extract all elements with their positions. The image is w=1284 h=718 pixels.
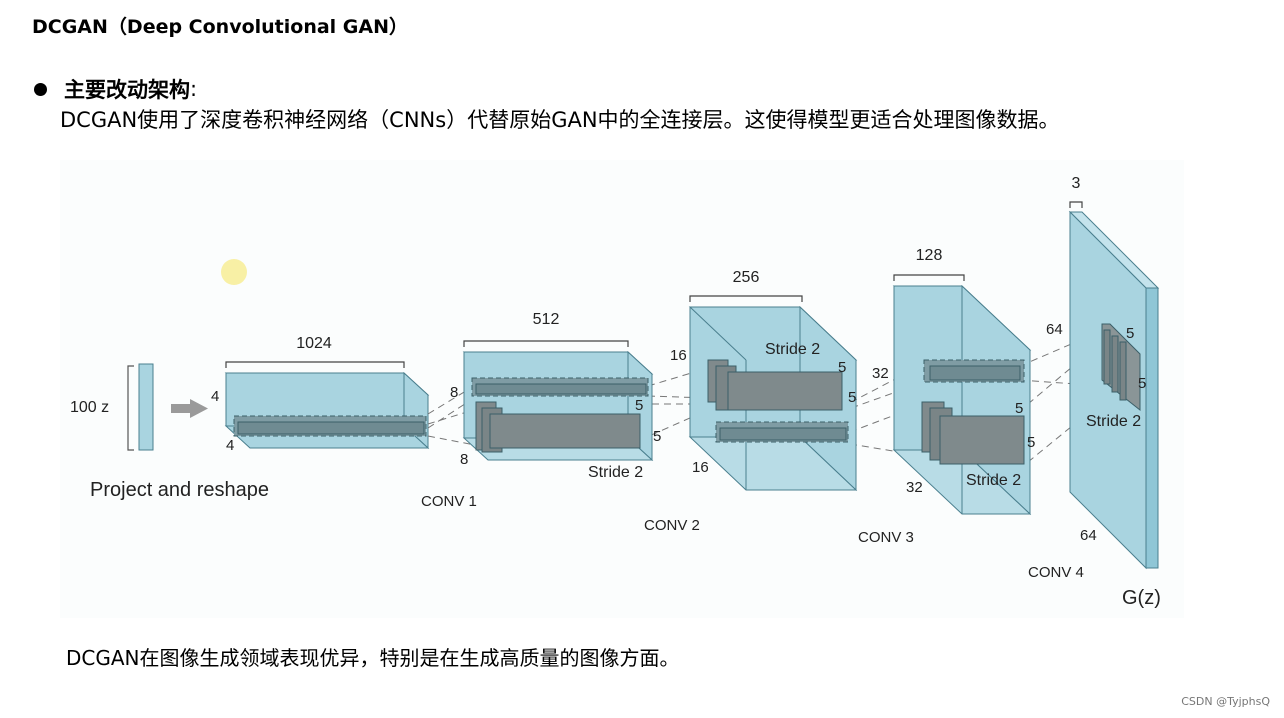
block1-height: 8	[450, 384, 458, 401]
block4-kernel-1: 5	[1126, 325, 1134, 342]
block2-height: 16	[670, 347, 687, 364]
conclusion-text: DCGAN在图像生成领域表现优异，特别是在生成高质量的图像方面。	[66, 646, 680, 670]
block4-stride: Stride 2	[1086, 413, 1141, 430]
block1-stride: Stride 2	[588, 464, 643, 481]
block4-channels: 3	[1072, 175, 1081, 192]
block3-channels: 128	[916, 247, 943, 264]
block3-width: 32	[906, 479, 923, 496]
input-label: 100 z	[70, 399, 109, 416]
bullet-body-text: DCGAN使用了深度卷积神经网络（CNNs）代替原始GAN中的全连接层。这使得模…	[60, 108, 1060, 132]
block2-stride: Stride 2	[765, 341, 820, 358]
watermark: CSDN @TyjphsQ	[1181, 695, 1270, 708]
block3-height: 32	[872, 365, 889, 382]
block1-channels: 512	[533, 311, 560, 328]
bullet-heading-row: 主要改动架构 :	[34, 74, 197, 104]
block4-kernel-2: 5	[1138, 375, 1146, 392]
project-label: Project and reshape	[90, 479, 269, 501]
conv4-label: CONV 4	[1028, 564, 1084, 581]
output-label: G(z)	[1122, 587, 1161, 609]
block2-kernel-1: 5	[838, 359, 846, 376]
block1-kernel-2: 5	[653, 428, 661, 445]
conv2-label: CONV 2	[644, 517, 700, 534]
block-0	[224, 371, 430, 450]
block1-kernel-1: 5	[635, 397, 643, 414]
conv1-label: CONV 1	[421, 493, 477, 510]
block-4	[1068, 210, 1160, 570]
project-arrow-icon	[171, 399, 208, 418]
block4-height: 64	[1046, 321, 1063, 338]
bullet-dot-icon	[34, 82, 47, 96]
block2-width: 16	[692, 459, 709, 476]
block3-kernel-2: 5	[1027, 434, 1035, 451]
dcgan-architecture-diagram: 100 z Project and reshape 1024 4 4	[60, 160, 1184, 618]
block3-stride: Stride 2	[966, 472, 1021, 489]
conv3-label: CONV 3	[858, 529, 914, 546]
page-title: DCGAN（Deep Convolutional GAN）	[32, 16, 409, 38]
block3-kernel-1: 5	[1015, 400, 1023, 417]
input-vector	[127, 363, 154, 451]
block4-width: 64	[1080, 527, 1097, 544]
bullet-heading: 主要改动架构	[64, 78, 190, 102]
block-2	[688, 305, 858, 492]
block0-width: 4	[226, 437, 234, 454]
bullet-colon: :	[190, 77, 198, 101]
block-1	[462, 350, 654, 462]
block-3	[892, 284, 1032, 516]
block0-channels: 1024	[296, 335, 332, 352]
block2-channels: 256	[733, 269, 760, 286]
block0-height: 4	[211, 388, 219, 405]
block2-kernel-2: 5	[848, 389, 856, 406]
block1-width: 8	[460, 451, 468, 468]
